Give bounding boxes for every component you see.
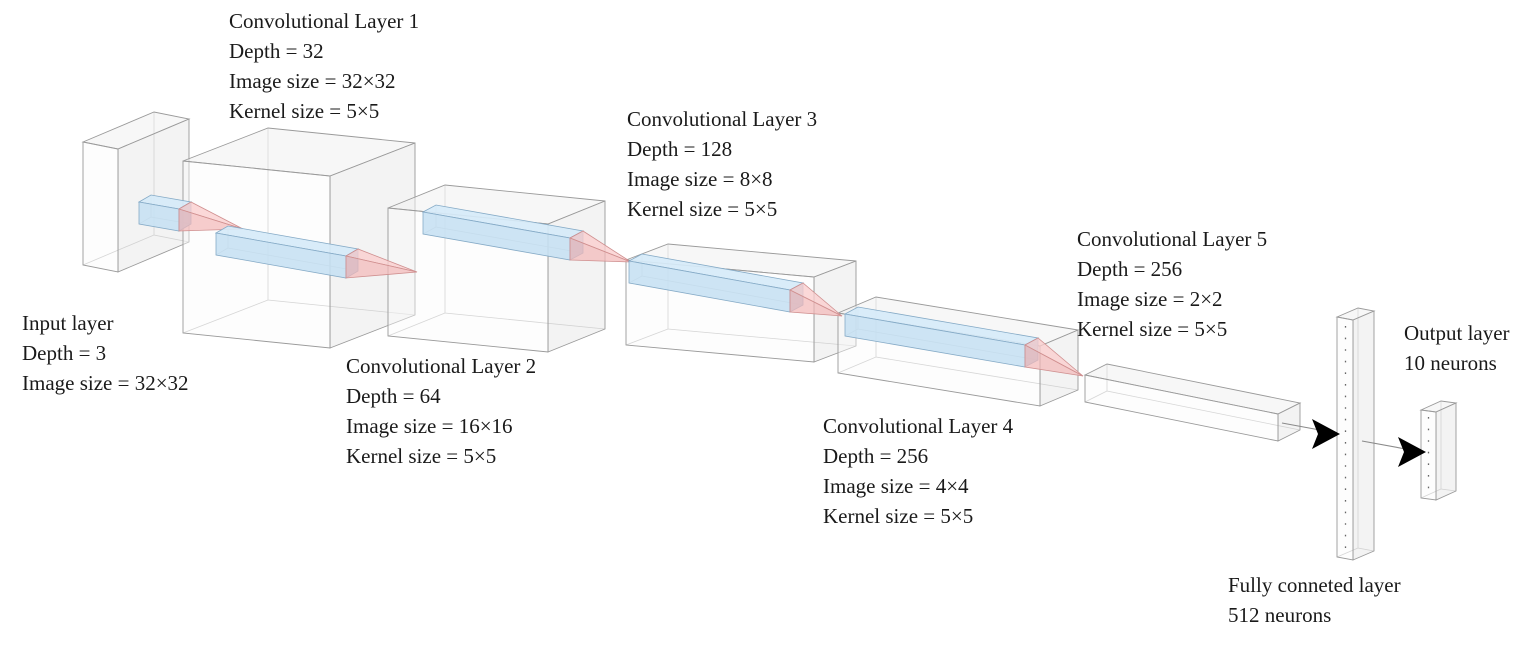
layer-image-size: Image size = 2×2 bbox=[1077, 287, 1223, 311]
layer-depth: Depth = 256 bbox=[823, 444, 929, 468]
layer-kernel-size: Kernel size = 5×5 bbox=[823, 504, 974, 528]
output-layer-box bbox=[1419, 400, 1458, 501]
layer-title: Convolutional Layer 1 bbox=[229, 9, 420, 33]
layer-depth: Depth = 3 bbox=[22, 341, 107, 365]
conv-layer-2-box bbox=[387, 184, 606, 353]
conv-layer-4-label: Convolutional Layer 4 Depth = 256 Image … bbox=[823, 411, 1013, 531]
layer-kernel-size: Kernel size = 5×5 bbox=[229, 99, 380, 123]
conv-layer-5-box bbox=[1083, 363, 1302, 442]
layer-title: Output layer bbox=[1404, 321, 1510, 345]
conv-layer-1-label: Convolutional Layer 1 Depth = 32 Image s… bbox=[229, 6, 419, 126]
conv-layer-3-label: Convolutional Layer 3 Depth = 128 Image … bbox=[627, 104, 817, 224]
conv-projection-cone-3 bbox=[569, 230, 632, 263]
layer-kernel-size: Kernel size = 5×5 bbox=[346, 444, 497, 468]
layer-title: Fully conneted layer bbox=[1228, 573, 1401, 597]
input-layer-box bbox=[81, 111, 191, 273]
conv-projection-cone-1 bbox=[178, 201, 244, 232]
layer-neurons: 512 neurons bbox=[1228, 603, 1332, 627]
layer-depth: Depth = 256 bbox=[1077, 257, 1183, 281]
conv-projection-cone-2 bbox=[344, 248, 418, 279]
layer-image-size: Image size = 8×8 bbox=[627, 167, 773, 191]
layer-image-size: Image size = 16×16 bbox=[346, 414, 513, 438]
fully-connected-layer-label: Fully conneted layer 512 neurons bbox=[1228, 570, 1401, 630]
layer-title: Convolutional Layer 4 bbox=[823, 414, 1014, 438]
layer-neurons: 10 neurons bbox=[1404, 351, 1497, 375]
conv-layer-2-label: Convolutional Layer 2 Depth = 64 Image s… bbox=[346, 351, 536, 471]
layer-title: Convolutional Layer 5 bbox=[1077, 227, 1268, 251]
layer-image-size: Image size = 32×32 bbox=[22, 371, 189, 395]
conv-layer-5-label: Convolutional Layer 5 Depth = 256 Image … bbox=[1077, 224, 1267, 344]
layer-depth: Depth = 32 bbox=[229, 39, 324, 63]
output-arrow-icon bbox=[1398, 437, 1426, 467]
fully-connected-layer-box bbox=[1335, 307, 1376, 561]
layer-image-size: Image size = 4×4 bbox=[823, 474, 969, 498]
conv-projection-cone-5 bbox=[1024, 337, 1084, 377]
layer-kernel-size: Kernel size = 5×5 bbox=[627, 197, 778, 221]
conv-projection-cone-4 bbox=[789, 282, 843, 317]
layer-title: Convolutional Layer 2 bbox=[346, 354, 537, 378]
layer-title: Input layer bbox=[22, 311, 114, 335]
layer-depth: Depth = 128 bbox=[627, 137, 733, 161]
input-layer-label: Input layer Depth = 3 Image size = 32×32 bbox=[22, 308, 189, 398]
layer-title: Convolutional Layer 3 bbox=[627, 107, 818, 131]
layer-kernel-size: Kernel size = 5×5 bbox=[1077, 317, 1228, 341]
fc-arrow-icon bbox=[1312, 419, 1340, 449]
output-layer-label: Output layer 10 neurons bbox=[1404, 318, 1510, 378]
layer-image-size: Image size = 32×32 bbox=[229, 69, 396, 93]
kernel-bar-5 bbox=[843, 306, 1040, 368]
layer-depth: Depth = 64 bbox=[346, 384, 441, 408]
